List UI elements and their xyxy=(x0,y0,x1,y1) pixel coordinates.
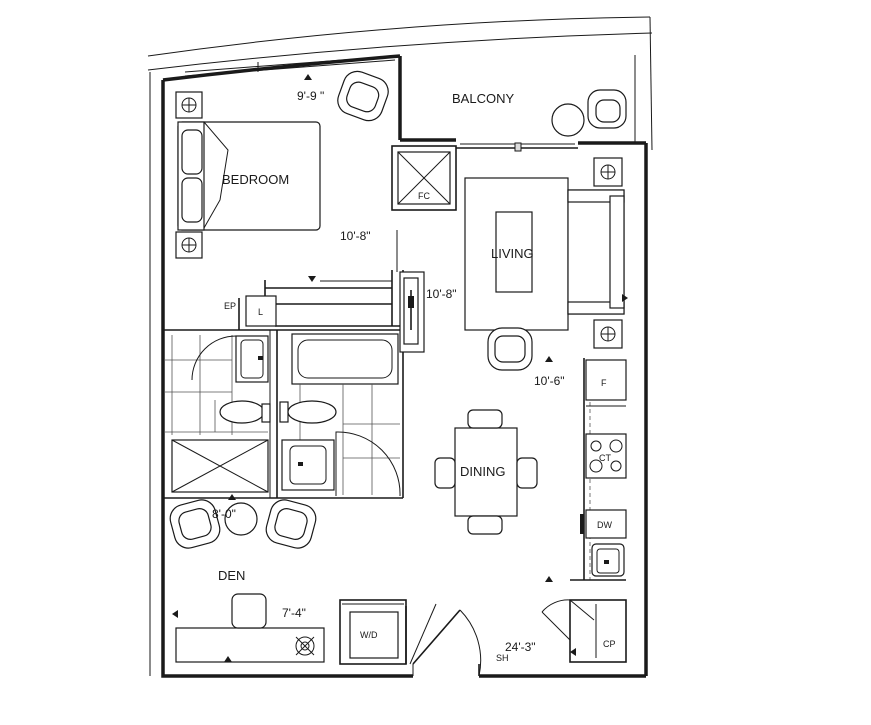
fc-label: FC xyxy=(418,191,430,201)
bedroom-chair xyxy=(337,70,389,122)
ep-label: EP xyxy=(224,301,236,311)
living-side-table-top xyxy=(593,157,623,187)
bedroom: BEDROOM 9'-9 " 10'-8" xyxy=(175,70,398,282)
dim-arrow xyxy=(545,576,553,582)
linen-closet xyxy=(245,295,277,327)
kitchen: F CT DW xyxy=(545,358,627,582)
fireplace-closet: FC xyxy=(391,145,457,211)
bed xyxy=(177,121,321,231)
ensuite-floor-tiles xyxy=(165,335,268,435)
bedroom-depth-dim: 10'-8" xyxy=(340,229,371,243)
den-width-dim: 8'-0" xyxy=(212,507,236,521)
ensuite-shower xyxy=(171,439,269,493)
den-label: DEN xyxy=(218,568,245,583)
dishwasher: DW xyxy=(580,509,627,539)
dim-arrow xyxy=(224,656,232,662)
living: LIVING 10'-8" 10'-6" xyxy=(426,177,628,388)
den-chair-right xyxy=(265,499,317,549)
living-depth-dim: 10'-6" xyxy=(534,374,565,388)
balcony: BALCONY xyxy=(452,89,627,137)
living-label: LIVING xyxy=(491,246,534,261)
den-side-table xyxy=(224,502,258,536)
balcony-table xyxy=(551,103,585,137)
bedroom-width-dim: 9'-9 " xyxy=(297,89,324,103)
dim-arrow xyxy=(228,494,236,500)
main-bath-vanity xyxy=(281,439,335,491)
main-bath-floor-tiles xyxy=(299,384,400,495)
coffee-table xyxy=(495,211,533,293)
dim-arrow xyxy=(570,648,576,656)
fridge: F xyxy=(585,359,627,401)
den-chair-left xyxy=(169,499,221,549)
cooktop: CT xyxy=(585,433,627,479)
dim-arrow xyxy=(545,356,553,362)
bedroom-window xyxy=(184,55,396,77)
linen-label: L xyxy=(258,307,263,317)
exterior-walls xyxy=(149,54,648,678)
nightstand-bottom xyxy=(175,231,203,259)
dishwasher-label: DW xyxy=(597,520,612,530)
main-bath-toilet xyxy=(279,400,337,424)
den: 8'-0" DEN 7'-4" xyxy=(169,494,325,663)
dim-arrow xyxy=(304,74,312,80)
kitchen-sink xyxy=(591,543,625,577)
dining: DINING xyxy=(434,409,538,535)
entry-door xyxy=(412,609,482,677)
den-depth-dim: 7'-4" xyxy=(282,606,306,620)
bathtub xyxy=(291,333,399,385)
laundry-closet: W/D xyxy=(339,599,407,665)
ensuite-vanity xyxy=(235,335,269,383)
den-desk xyxy=(175,593,325,663)
dim-arrow xyxy=(622,294,628,302)
nightstand-top xyxy=(175,91,203,119)
fridge-label: F xyxy=(601,378,607,388)
living-chair xyxy=(487,327,533,371)
balcony-chair xyxy=(587,89,627,129)
dining-chair xyxy=(434,409,538,535)
cooktop-label: CT xyxy=(599,453,611,463)
closet: L EP xyxy=(224,270,400,330)
sofa xyxy=(567,189,625,315)
ensuite-door-swing xyxy=(191,335,237,381)
bedroom-label: BEDROOM xyxy=(222,172,289,187)
tv-unit xyxy=(399,271,425,353)
coat-closet: CP xyxy=(541,599,627,663)
facade-curves xyxy=(147,16,653,151)
balcony-label: BALCONY xyxy=(452,91,514,106)
dim-arrow xyxy=(172,610,178,618)
main-bath-door-swing xyxy=(335,431,401,497)
dim-arrow xyxy=(308,276,316,282)
living-side-table-bottom xyxy=(593,319,623,349)
balcony-door xyxy=(456,142,578,152)
laundry-bifold-door xyxy=(405,603,437,665)
ensuite-toilet xyxy=(219,400,271,424)
coat-closet-label: CP xyxy=(603,639,616,649)
washer-dryer-label: W/D xyxy=(360,630,378,640)
living-width-dim: 10'-8" xyxy=(426,287,457,301)
overall-depth-dim: 24'-3" xyxy=(505,640,536,654)
dining-label: DINING xyxy=(460,464,506,479)
shelf-label: SH xyxy=(496,653,509,663)
